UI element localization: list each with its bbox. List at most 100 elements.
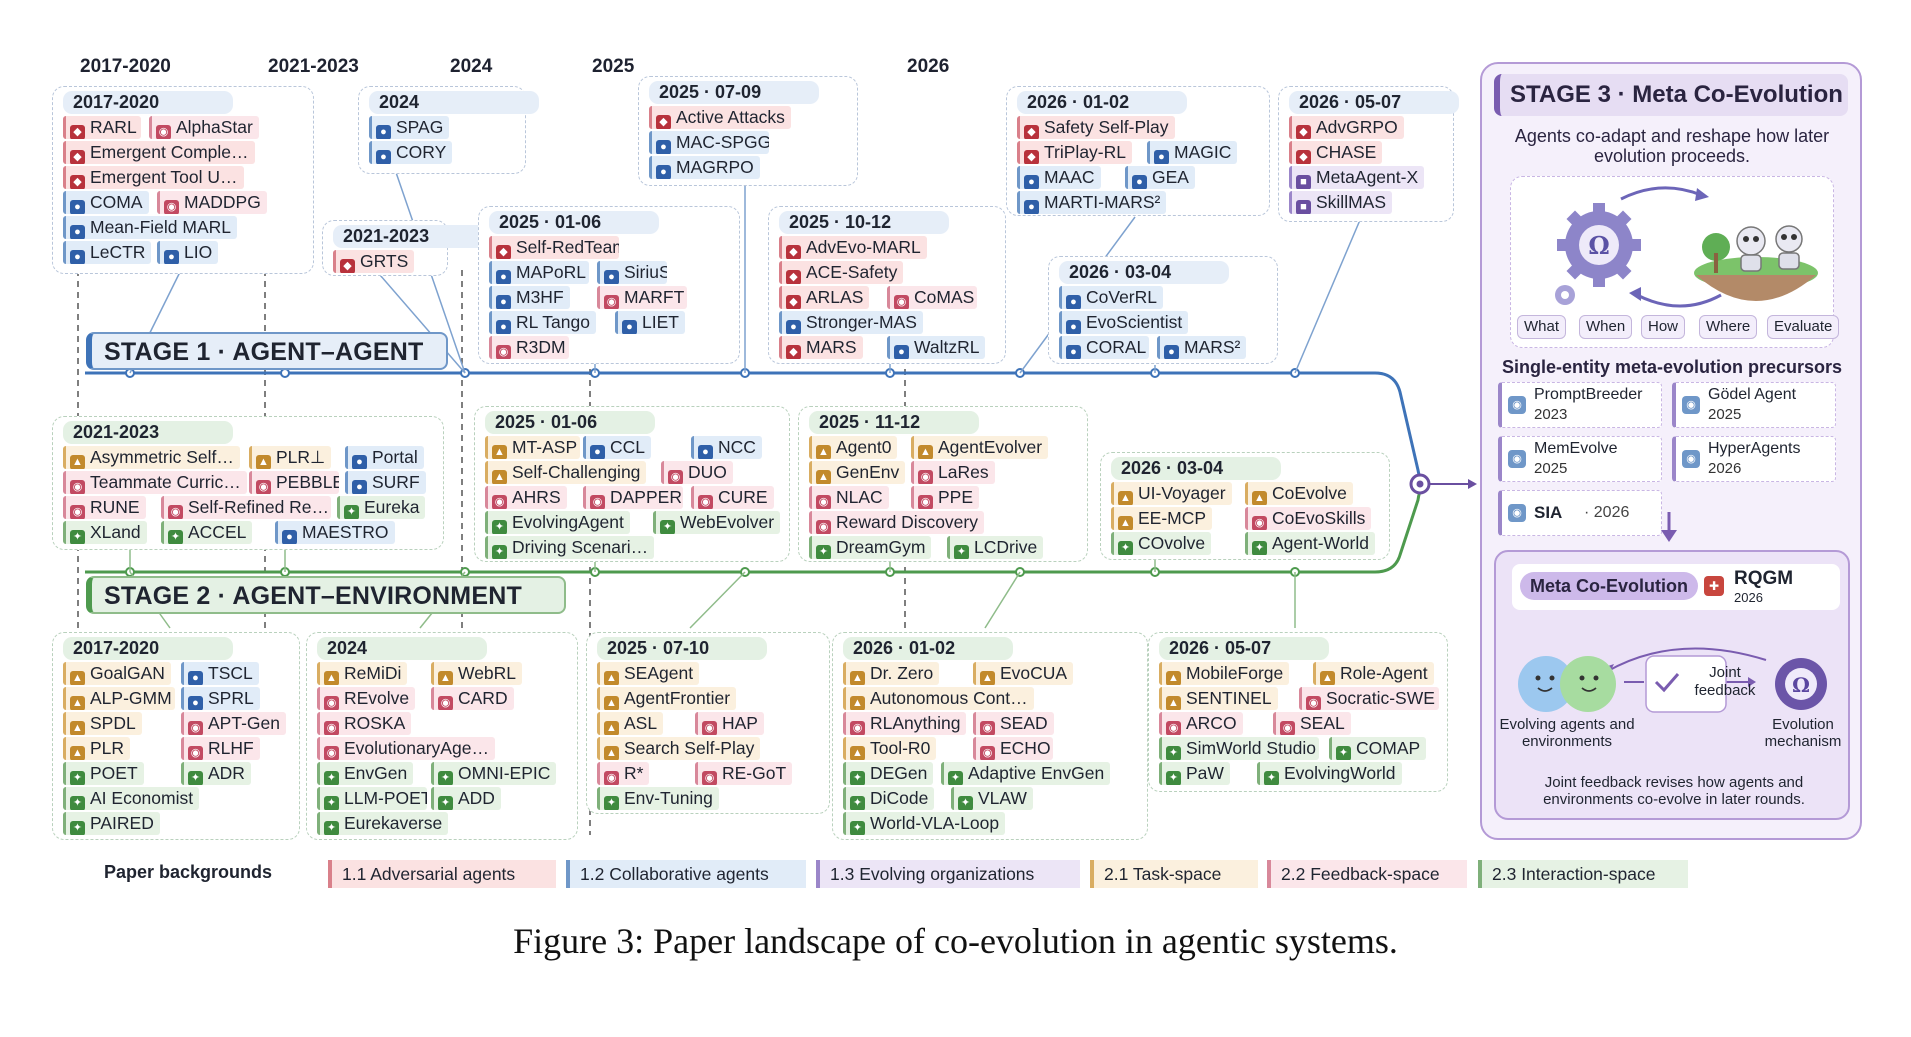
- paper-name: CHASE: [1316, 142, 1377, 162]
- paper-mac-spgg: ●MAC-SPGG: [649, 131, 769, 154]
- paper-logo-icon: ◉: [438, 696, 453, 710]
- paper-name: SENTINEL: [1186, 688, 1272, 708]
- paper-logo-icon: ✦: [1118, 541, 1133, 555]
- paper-name: GEA: [1152, 167, 1189, 187]
- stage3-subtitle: Agents co-adapt and reshape how later ev…: [1514, 126, 1830, 166]
- paper-name: CoEvolve: [1272, 483, 1347, 503]
- paper-omni-epic: ✦OMNI-EPIC: [431, 762, 557, 785]
- paper-logo-icon: ✦: [1336, 746, 1351, 760]
- paper-name: Agent0: [836, 437, 892, 457]
- paper-logo-icon: ▲: [70, 671, 85, 685]
- precursor-name: PromptBreeder: [1534, 386, 1643, 403]
- paper-logo-icon: ◉: [918, 495, 933, 509]
- rqgm-year: 2026: [1734, 590, 1763, 605]
- paper-logo-icon: ◆: [786, 295, 801, 309]
- meta-coevolution-panel: Meta Co-Evolution ✚ RQGM 2026 Ω: [1494, 550, 1850, 820]
- paper-covolve: ✦COvolve: [1111, 532, 1212, 555]
- paper-logo-icon: ◉: [668, 470, 683, 484]
- paper-logo-icon: ◉: [156, 125, 171, 139]
- figure-caption: Figure 3: Paper landscape of co-evolutio…: [513, 921, 1398, 961]
- paper-autonomous-cont: ▲Autonomous Cont…: [843, 687, 1034, 710]
- paper-name: Self-RedTeam: [516, 237, 619, 257]
- paper-name: DAPPER: [610, 487, 682, 507]
- paper-socratic-swe: ◉Socratic-SWE: [1299, 687, 1439, 710]
- precursor-year: 2026: [1708, 460, 1742, 477]
- paper-logo-icon: ●: [1066, 345, 1081, 359]
- box-title: 2025 · 10-12: [779, 211, 949, 234]
- paper-coverrl: ●CoVerRL: [1059, 286, 1164, 309]
- paper-logo-icon: ◆: [70, 150, 85, 164]
- paper-adr: ✦ADR: [181, 762, 251, 785]
- paper-name: AgentEvolver: [938, 437, 1043, 457]
- paper-name: AdvGRPO: [1316, 117, 1398, 137]
- paper-logo-icon: ◉: [604, 771, 619, 785]
- paper-echo: ◉ECHO: [973, 737, 1053, 760]
- top-box-2017-2020: 2017-2020◆RARL◉AlphaStar◆Emergent Comple…: [52, 86, 314, 274]
- paper-coevoskills: ◉CoEvoSkills: [1245, 507, 1372, 530]
- paper-comap: ✦COMAP: [1329, 737, 1427, 760]
- paper-name: NCC: [718, 437, 756, 457]
- paper-agent-world: ✦Agent-World: [1245, 532, 1375, 555]
- paper-logo-icon: ●: [1132, 175, 1147, 189]
- paper-logo-icon: ◉: [1280, 721, 1295, 735]
- paper-name: ARLAS: [806, 287, 864, 307]
- box-title: 2026 · 03-04: [1111, 457, 1281, 480]
- paper-name: Env-Tuning: [624, 788, 713, 808]
- paper-name: TSCL: [208, 663, 253, 683]
- paper-name: MAC-SPGG: [676, 132, 769, 152]
- paper-sead: ◉SEAD: [973, 712, 1054, 735]
- paper-logo-icon: ▲: [70, 721, 85, 735]
- paper-logo-icon: ●: [70, 250, 85, 264]
- paper-logo-icon: ◆: [1024, 125, 1039, 139]
- paper-logo-icon: ▲: [70, 455, 85, 469]
- paper-evolvingworld: ✦EvolvingWorld: [1257, 762, 1402, 785]
- paper-llm-poet: ✦LLM-POET: [317, 787, 427, 810]
- paper-logo-icon: ✦: [954, 545, 969, 559]
- paper-logo-icon: ◉: [70, 480, 85, 494]
- box-title: 2025 · 11-12: [809, 411, 979, 434]
- paper-name: Role-Agent: [1340, 663, 1428, 683]
- paper-name: R*: [624, 763, 644, 783]
- stage2-label: STAGE 2 · AGENT–ENVIRONMENT: [86, 576, 566, 614]
- paper-skillmas: ■SkillMAS: [1289, 191, 1393, 214]
- paper-logo-icon: ✦: [604, 796, 619, 810]
- paper-name: ARCO: [1186, 713, 1237, 733]
- paper-r: ◉ R*: [597, 762, 650, 785]
- paper-logo-icon: ▲: [604, 696, 619, 710]
- svg-text:Ω: Ω: [1792, 673, 1810, 697]
- paper-name: ADD: [458, 788, 495, 808]
- paper-eurekaverse: ✦Eurekaverse: [317, 812, 449, 835]
- paper-logo-icon: ▲: [604, 721, 619, 735]
- paper-add: ✦ADD: [431, 787, 501, 810]
- paper-name: CORY: [396, 142, 447, 162]
- paper-name: EvolvingWorld: [1284, 763, 1396, 783]
- paper-logo-icon: ●: [1024, 200, 1039, 214]
- paper-logo-icon: ◉: [590, 495, 605, 509]
- paper-logo-icon: ●: [70, 225, 85, 239]
- paper-logo-icon: ◉: [850, 721, 865, 735]
- paper-rl-tango: ●RL Tango: [489, 311, 596, 334]
- paper-name: POET: [90, 763, 138, 783]
- paper-sentinel: ▲ SENTINEL: [1159, 687, 1278, 710]
- paper-plr: ▲PLR⊥: [249, 446, 332, 469]
- paper-logo-icon: ▲: [604, 746, 619, 760]
- paper-active-attacks: ◆Active Attacks: [649, 106, 791, 129]
- paper-ace-safety: ◆ACE-Safety: [779, 261, 904, 284]
- precursor-year: 2023: [1534, 406, 1568, 423]
- paper-name: SEAgent: [624, 663, 694, 683]
- paper-logo-icon: ▲: [1166, 696, 1181, 710]
- paper-mars: ●MARS²: [1157, 336, 1247, 359]
- paper-name: SPAG: [396, 117, 444, 137]
- paper-logo-icon: ✦: [850, 796, 865, 810]
- paper-tool-r0: ▲Tool-R0: [843, 737, 937, 760]
- paper-logo-icon: ✦: [168, 530, 183, 544]
- paper-name: SkillMAS: [1316, 192, 1387, 212]
- paper-name: TriPlay-RL: [1044, 142, 1126, 162]
- paper-agentfrontier: ▲AgentFrontier: [597, 687, 737, 710]
- paper-sirius: ●SiriuS: [597, 261, 667, 284]
- paper-name: CoVerRL: [1086, 287, 1158, 307]
- paper-logo-icon: ✦: [1166, 771, 1181, 785]
- paper-name: VLAW: [978, 788, 1027, 808]
- precursor-sia: ◉SIA· 2026: [1498, 490, 1662, 536]
- paper-name: Driving Scenari…: [512, 537, 649, 557]
